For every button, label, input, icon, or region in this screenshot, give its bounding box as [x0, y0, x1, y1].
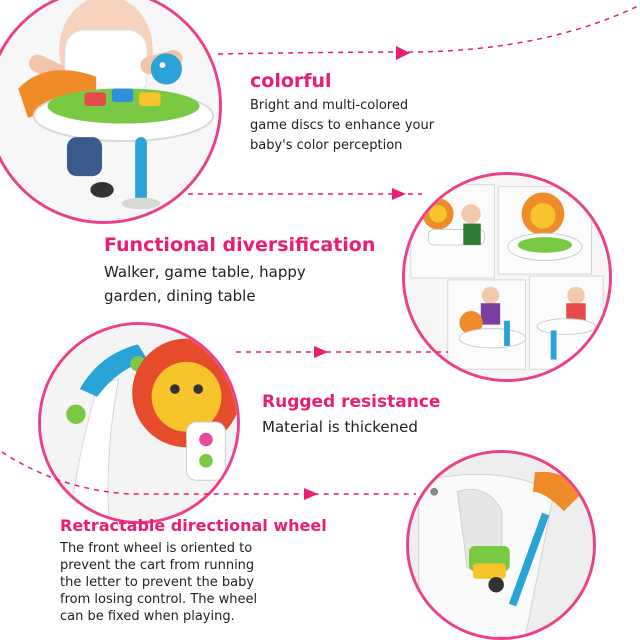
connector-arrow-2 — [188, 188, 422, 200]
wheel-closeup-photo — [406, 450, 596, 640]
connector-arrow-1 — [217, 5, 639, 60]
section-title-retractable-wheel: Retractable directional wheel — [60, 516, 327, 535]
section-title-colorful: colorful — [250, 70, 332, 92]
baby-walker-game-tray-photo — [0, 0, 222, 224]
walker-frame-closeup-photo — [38, 322, 240, 524]
wheel-closeup-illustration — [409, 453, 593, 637]
section-title-rugged-resistance: Rugged resistance — [262, 392, 441, 412]
frame-closeup-illustration — [41, 325, 237, 521]
section-body-rugged-resistance: Material is thickened — [262, 418, 418, 436]
baby-at-tray-illustration — [0, 0, 219, 221]
section-body-functional-diversification: Walker, game table, happy garden, dining… — [104, 263, 306, 305]
connector-arrow-4 — [1, 451, 416, 500]
section-title-functional-diversification: Functional diversification — [104, 234, 376, 256]
section-body-retractable-wheel: The front wheel is oriented to prevent t… — [60, 541, 258, 624]
four-modes-collage-photo — [402, 172, 612, 382]
section-body-colorful: Bright and multi-colored game discs to e… — [250, 98, 435, 153]
connector-arrow-3 — [236, 346, 448, 358]
four-modes-illustration — [405, 175, 609, 379]
